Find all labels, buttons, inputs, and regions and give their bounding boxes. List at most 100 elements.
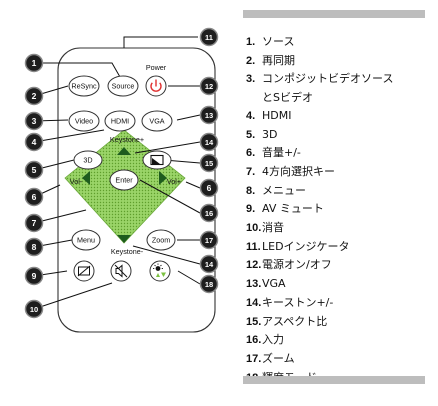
menu-button[interactable] (71, 229, 101, 251)
legend-item-text: 電源オン/オフ (262, 258, 332, 272)
legend-panel: 1.ソース 2.再同期 3.コンポジットビデオソース とSビデオ 4.HDMI … (243, 10, 425, 390)
callout-5: 5 (24, 160, 44, 180)
legend-item-number: 9. (246, 203, 256, 216)
legend-item-number: 6. (246, 147, 256, 160)
legend-item-text: 音量+/- (262, 146, 301, 160)
callout-6-right-number: 6 (207, 183, 212, 193)
legend-item-text: LEDインジケータ (262, 239, 350, 253)
legend-item: 11.LEDインジケータ (246, 238, 393, 257)
legend-item-text: メニュー (262, 183, 306, 197)
legend-item-text: AV ミュート (262, 202, 324, 216)
callout-4-number: 4 (32, 137, 37, 147)
legend-item: 4.HDMI (246, 107, 393, 126)
3d-button[interactable] (73, 150, 103, 170)
legend-item: 15.アスペクト比 (246, 313, 393, 332)
resync-button[interactable] (68, 75, 100, 97)
legend-item-text: 3D (262, 127, 278, 141)
power-icon (150, 79, 162, 92)
legend-item-number: 11. (246, 240, 261, 253)
legend-item-text: 消音 (262, 221, 284, 235)
enter-button-label: Enter (115, 176, 133, 185)
legend-list: 1.ソース 2.再同期 3.コンポジットビデオソース とSビデオ 4.HDMI … (246, 33, 393, 387)
up-arrow-icon (117, 147, 131, 155)
video-button-label: Video (75, 117, 93, 126)
source-button[interactable] (107, 75, 139, 97)
brightness-button[interactable] (149, 260, 171, 282)
hdmi-button-label: HDMI (111, 117, 129, 126)
legend-item-text: ズーム (262, 351, 295, 365)
callout-2-number: 2 (32, 91, 37, 101)
callout-4: 4 (24, 132, 44, 152)
legend-item: 5. 3D (246, 126, 393, 145)
callout-12: 12 (199, 76, 219, 96)
legend-item: 16.入力 (246, 331, 393, 350)
legend-item-number: 12. (246, 259, 262, 272)
legend-item: 8.メニュー (246, 182, 393, 201)
callout-14-top: 14 (199, 132, 219, 152)
callout-8-number: 8 (32, 242, 37, 252)
callout-14-top-number: 14 (205, 138, 214, 147)
legend-item-number: 1. (246, 36, 256, 48)
legend-item-number: 2. (246, 54, 256, 67)
legend-item: 3.コンポジットビデオソース (246, 70, 393, 89)
callout-17-number: 17 (205, 236, 213, 245)
legend-item-continuation: とSビデオ (246, 89, 393, 107)
vol-plus-label: Vol+ (167, 177, 181, 186)
callout-6-left: 6 (24, 187, 44, 207)
av-mute-icon (77, 265, 91, 277)
legend-item-text: アスペクト比 (262, 314, 328, 328)
vga-button[interactable] (141, 110, 173, 132)
callout-16: 16 (199, 203, 219, 223)
callout-3-number: 3 (32, 116, 37, 126)
legend-item-number: 7. (246, 165, 256, 178)
legend-item-text: VGA (262, 277, 286, 291)
legend-item-number: 17. (246, 352, 262, 365)
enter-button[interactable] (109, 169, 139, 191)
legend-item: 13.VGA (246, 275, 393, 294)
vga-button-label: VGA (149, 117, 164, 126)
callout-1: 1 (24, 53, 44, 73)
legend-item: 10.消音 (246, 219, 393, 238)
callout-9-number: 9 (32, 271, 37, 281)
brightness-icon (153, 263, 166, 277)
source-button-label: Source (112, 82, 135, 91)
legend-top-bar (243, 10, 425, 18)
callout-11-number: 11 (205, 33, 213, 42)
zoom-button[interactable] (146, 229, 176, 251)
callout-15-number: 15 (205, 159, 213, 168)
hdmi-button[interactable] (104, 110, 136, 132)
legend-bottom-bar (243, 376, 425, 384)
legend-item: 14.キーストン+/- (246, 294, 393, 313)
3d-button-label: 3D (83, 156, 92, 165)
legend-item: 12.電源オン/オフ (246, 256, 393, 275)
callout-15: 15 (199, 153, 219, 173)
legend-item: 6. 音量+/- (246, 144, 393, 163)
right-arrow-icon (159, 171, 167, 185)
legend-item-number: 5. (246, 128, 256, 141)
legend-item-text: HDMI (262, 108, 292, 122)
callout-7: 7 (24, 213, 44, 233)
legend-item: 17.ズーム (246, 350, 393, 369)
legend-item-number: 14. (246, 296, 262, 309)
resync-button-label: ReSync (71, 82, 97, 91)
aspect-ratio-icon (150, 154, 164, 166)
callout-18: 18 (199, 274, 219, 294)
callout-3: 3 (24, 111, 44, 131)
vol-minus-label: Vol- (70, 177, 83, 186)
power-label: Power (146, 63, 167, 72)
legend-item-text: ソース (262, 35, 295, 48)
legend-item-number: 16. (246, 334, 262, 347)
callout-6-right: 6 (199, 178, 219, 198)
left-arrow-icon (82, 171, 90, 185)
callout-5-number: 5 (32, 165, 37, 175)
callout-9: 9 (24, 266, 44, 286)
legend-item: 1. ソース (246, 33, 393, 52)
callout-10-number: 10 (30, 305, 38, 314)
zoom-button-label: Zoom (152, 236, 170, 245)
callout-14-bottom-number: 14 (205, 260, 214, 269)
callout-2: 2 (24, 86, 44, 106)
callout-17: 17 (199, 230, 219, 250)
legend-item-number: 13. (246, 278, 262, 291)
video-button[interactable] (68, 110, 100, 132)
